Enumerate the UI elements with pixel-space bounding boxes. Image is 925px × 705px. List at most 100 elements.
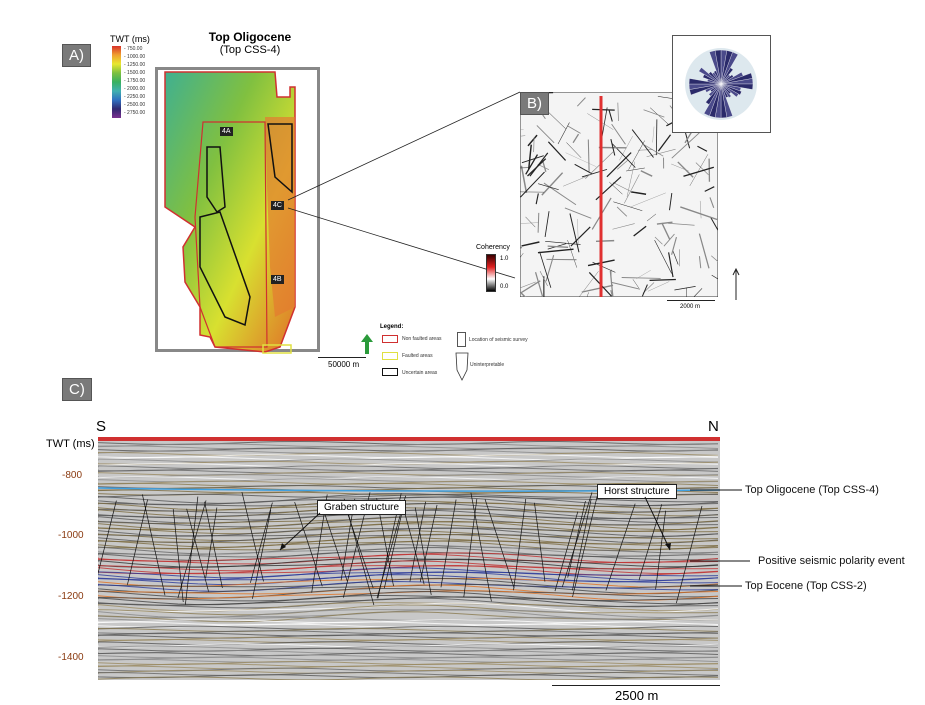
faulted-zone-outline <box>194 121 268 348</box>
fault-lineament <box>520 253 524 259</box>
fault-lineament <box>698 233 710 269</box>
fault-line <box>572 493 599 598</box>
fault-line <box>294 502 323 587</box>
non-faulted-area <box>164 71 296 353</box>
fault-lineament <box>557 122 570 145</box>
fault-lineament <box>536 125 555 144</box>
fault-lineament <box>695 162 709 175</box>
colorbar-tick: - 2750.00 <box>124 110 146 116</box>
legend-label: Uncertain areas <box>402 370 438 376</box>
fault-lineament <box>577 218 579 246</box>
panel-a-label: A) <box>62 44 91 67</box>
fault-lineament <box>654 236 663 245</box>
fault-lineament <box>563 174 591 187</box>
fault-lineament <box>537 248 574 254</box>
fault-lineament <box>610 290 614 297</box>
fault-line <box>440 499 457 588</box>
seismic-reflector <box>98 604 719 616</box>
fault-line <box>204 501 223 588</box>
fault-lineament <box>617 159 629 170</box>
seismic-reflector <box>98 553 719 565</box>
map-subtitle: (Top CSS-4) <box>219 44 281 56</box>
fault-line <box>205 507 218 578</box>
fault-lineament <box>680 206 718 221</box>
seismic-reflector <box>98 591 719 602</box>
fault-lineament <box>661 222 671 240</box>
fault-lineament <box>570 226 591 247</box>
seismic-reflector <box>98 560 719 572</box>
fault-lineament <box>626 167 645 172</box>
fault-lineament <box>610 139 616 156</box>
seismic-reflector <box>98 544 719 555</box>
fault-lineament <box>654 239 672 274</box>
fault-lineament <box>534 271 544 297</box>
panel-b-label: B) <box>520 92 549 115</box>
legend-swatch-non-faulted <box>382 335 398 343</box>
fault-lineament <box>704 186 715 192</box>
fault-lineament <box>527 144 532 170</box>
fault-line <box>676 505 703 604</box>
fault-lineament <box>567 125 581 134</box>
fault-lineament <box>539 251 552 288</box>
fault-lineament <box>672 251 679 265</box>
north-arrow-icon <box>732 268 740 300</box>
fault-lineament <box>581 284 614 293</box>
fault-line <box>383 500 406 589</box>
fault-line <box>409 501 426 582</box>
fault-lineament <box>637 149 654 151</box>
fault-lineament <box>610 281 641 290</box>
fault-line <box>470 492 492 602</box>
fault-lineament <box>633 225 647 237</box>
fault-lineament <box>564 207 592 219</box>
colorbar-title: TWT (ms) <box>110 34 150 44</box>
seismic-reflector <box>98 574 719 586</box>
fault-lineament <box>547 245 569 248</box>
fault-lineament <box>652 126 655 143</box>
fault-lineament <box>655 119 658 156</box>
seismic-reflector <box>98 595 719 606</box>
fault-lineament <box>529 152 549 177</box>
faulted-area <box>262 344 292 354</box>
fault-line <box>414 507 432 596</box>
fault-lineament <box>592 261 616 273</box>
legend-swatch-survey <box>457 332 466 347</box>
fault-line <box>554 511 579 592</box>
c-scale-bar <box>552 685 720 686</box>
fault-lineament <box>697 145 708 152</box>
fault-lineament <box>609 270 614 297</box>
seismic-reflector <box>98 641 719 646</box>
fault-lineament <box>606 152 632 178</box>
fault-lineament <box>520 167 531 169</box>
fault-line <box>561 492 593 588</box>
fault-lineament <box>711 255 718 263</box>
coherency-colorbar <box>486 254 496 292</box>
fault-lineament <box>683 166 715 177</box>
colorbar-tick: - 1250.00 <box>124 62 146 68</box>
fault-lineament <box>520 165 528 193</box>
fault-lineament <box>581 168 608 178</box>
legend-title: Legend: <box>380 324 404 330</box>
horizon-label-positive-polarity: Positive seismic polarity event <box>758 555 905 567</box>
fault-lineament <box>520 281 536 289</box>
map-title: Top Oligocene <box>208 30 292 44</box>
fault-lineament <box>520 292 527 297</box>
fault-lineament <box>624 174 640 204</box>
fault-lineament <box>567 240 577 268</box>
twt-tick: -800 <box>62 470 83 481</box>
fault-lineament <box>641 284 648 297</box>
legend-label: Location of seismic survey <box>469 337 528 343</box>
uncertain-area <box>267 123 293 194</box>
seismic-reflector <box>98 672 719 676</box>
fault-lineament <box>539 270 548 287</box>
fault-line <box>513 498 527 591</box>
colorbar-tick: - 1750.00 <box>124 78 146 84</box>
fault-line <box>186 508 209 592</box>
fault-line <box>463 498 478 598</box>
fault-lineament <box>711 274 718 280</box>
fault-lineament <box>671 132 701 159</box>
seismic-reflector <box>98 492 719 504</box>
fault-lineament <box>545 241 581 245</box>
b-scale-bar <box>667 300 715 301</box>
fault-line <box>401 501 425 585</box>
seismic-reflector <box>98 482 719 487</box>
